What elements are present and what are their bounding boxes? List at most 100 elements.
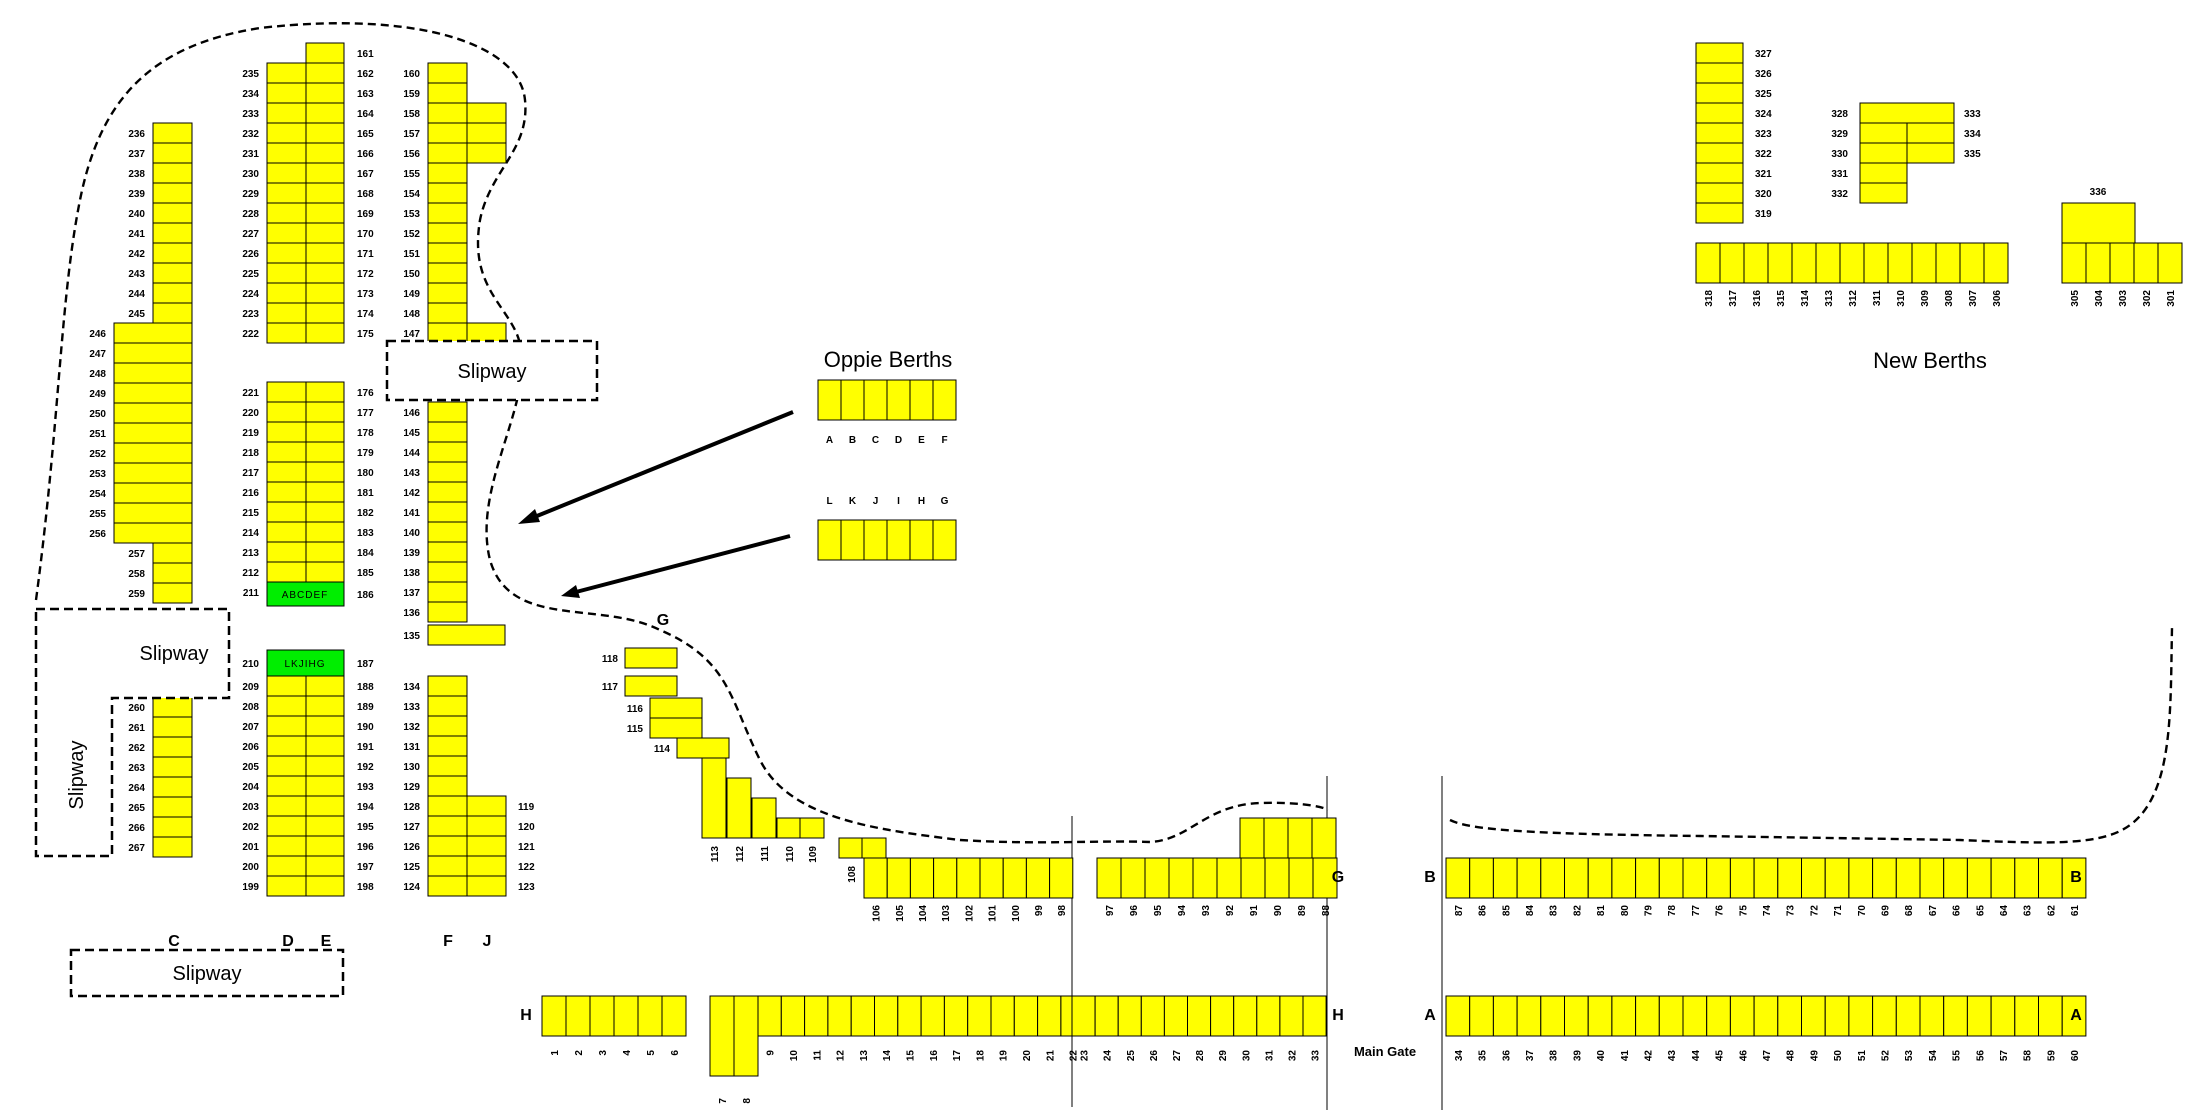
berth-number: 91 bbox=[1249, 905, 1260, 917]
berth-199 bbox=[266, 875, 307, 897]
pier-label-a-left: A bbox=[1424, 1007, 1436, 1024]
berth-f-wide bbox=[466, 102, 507, 124]
berth-number: 125 bbox=[403, 862, 420, 873]
berth-257 bbox=[152, 542, 193, 564]
berth-number: 72 bbox=[1809, 905, 1820, 917]
berth-number: 236 bbox=[128, 129, 145, 140]
berth-number: 59 bbox=[2046, 1050, 2057, 1062]
oppie-letter: F bbox=[941, 435, 947, 446]
berth-90 bbox=[1264, 857, 1290, 899]
berth-25 bbox=[1117, 995, 1142, 1037]
berth-number: 318 bbox=[1704, 290, 1715, 307]
berth-140 bbox=[427, 521, 468, 543]
berth-91 bbox=[1240, 857, 1266, 899]
berth-number: 156 bbox=[403, 149, 420, 160]
berth-262 bbox=[152, 736, 193, 758]
berth-number: 114 bbox=[654, 744, 671, 755]
berth-264 bbox=[152, 776, 193, 798]
berth-46 bbox=[1729, 995, 1755, 1037]
berth-number: 320 bbox=[1755, 189, 1772, 200]
berth-number: 323 bbox=[1755, 129, 1772, 140]
berth-number: 42 bbox=[1643, 1050, 1654, 1062]
berth-number: 242 bbox=[128, 249, 145, 260]
berth-145 bbox=[427, 421, 468, 443]
berth-number: 113 bbox=[710, 846, 721, 863]
oppie-block-top: ABCDEF bbox=[266, 581, 345, 607]
berth-number: 178 bbox=[357, 428, 374, 439]
berth-number: 71 bbox=[1833, 905, 1844, 917]
oppie-letter: D bbox=[895, 435, 902, 446]
berth-120 bbox=[466, 815, 507, 837]
berth-number: 44 bbox=[1691, 1050, 1702, 1062]
slipway-left-label: Slipway bbox=[140, 643, 209, 665]
berth-85 bbox=[1492, 857, 1518, 899]
berth-number: 93 bbox=[1201, 905, 1212, 917]
berth-number: 159 bbox=[403, 89, 420, 100]
berth-243 bbox=[152, 262, 193, 284]
berth-number: 8 bbox=[742, 1098, 753, 1104]
new-berths-caption: New Berths bbox=[1873, 348, 1987, 373]
berth-215 bbox=[266, 501, 307, 523]
berth-59 bbox=[2038, 995, 2063, 1037]
berth-40 bbox=[1587, 995, 1613, 1037]
berth-number: 85 bbox=[1501, 905, 1512, 917]
berth-number: 56 bbox=[1975, 1050, 1986, 1062]
berth-308 bbox=[1935, 242, 1961, 284]
berth-177 bbox=[305, 401, 345, 423]
berth-number: 128 bbox=[403, 802, 420, 813]
berth-number: 246 bbox=[89, 329, 106, 340]
berth-number: 116 bbox=[627, 704, 644, 715]
berth-267 bbox=[152, 836, 193, 858]
berth-number: 151 bbox=[403, 249, 420, 260]
berth-number: 75 bbox=[1738, 905, 1749, 917]
berth-number: 131 bbox=[403, 742, 420, 753]
berth-number: 213 bbox=[242, 548, 259, 559]
berth-number: 47 bbox=[1762, 1050, 1773, 1062]
berth-116 bbox=[649, 697, 703, 719]
berth-127 bbox=[427, 815, 468, 837]
berth-number: 183 bbox=[357, 528, 374, 539]
berth-number: 206 bbox=[242, 742, 259, 753]
berth-21 bbox=[1037, 995, 1062, 1037]
berth-number: 48 bbox=[1786, 1050, 1797, 1062]
berth-number: 208 bbox=[242, 702, 259, 713]
berth-213 bbox=[266, 541, 307, 563]
arrow-oppie-top bbox=[518, 410, 794, 524]
berth-66 bbox=[1943, 857, 1968, 899]
berth-number: 238 bbox=[128, 169, 145, 180]
berth-17 bbox=[943, 995, 969, 1037]
berth-11 bbox=[804, 995, 829, 1037]
berth-number: 233 bbox=[242, 109, 259, 120]
berth-153 bbox=[427, 202, 468, 224]
berth-number: 222 bbox=[242, 329, 259, 340]
berth-number: 1 bbox=[550, 1050, 561, 1056]
berth-96 bbox=[1120, 857, 1146, 899]
berth-number: 79 bbox=[1643, 905, 1654, 917]
berth-number: 147 bbox=[403, 329, 420, 340]
oppie-berth-E bbox=[909, 379, 934, 421]
berth-219 bbox=[266, 421, 307, 443]
berth-number: 11 bbox=[812, 1050, 823, 1061]
berth-31 bbox=[1256, 995, 1281, 1037]
slipway-left: Slipway Slipway bbox=[34, 607, 231, 858]
berth-223 bbox=[266, 302, 307, 324]
berth-161-top bbox=[305, 42, 345, 64]
berth-number: 214 bbox=[242, 528, 259, 539]
berth-320 bbox=[1695, 182, 1744, 204]
berth-48 bbox=[1777, 995, 1803, 1037]
berth-51 bbox=[1848, 995, 1874, 1037]
berth-77 bbox=[1682, 857, 1708, 899]
berth-123 bbox=[466, 875, 507, 897]
pier-label-g-right: G bbox=[1332, 869, 1344, 886]
berth-245 bbox=[152, 302, 193, 324]
berth-150 bbox=[427, 262, 468, 284]
berth-326 bbox=[1695, 62, 1744, 84]
berth-number: 111 bbox=[760, 846, 771, 862]
berth-30 bbox=[1233, 995, 1258, 1037]
berth-172 bbox=[305, 262, 345, 284]
berth-159 bbox=[427, 82, 468, 104]
berth-7 bbox=[709, 995, 735, 1077]
berth-number: 207 bbox=[242, 722, 259, 733]
berth-253 bbox=[113, 462, 193, 484]
berth-number: 122 bbox=[518, 862, 535, 873]
